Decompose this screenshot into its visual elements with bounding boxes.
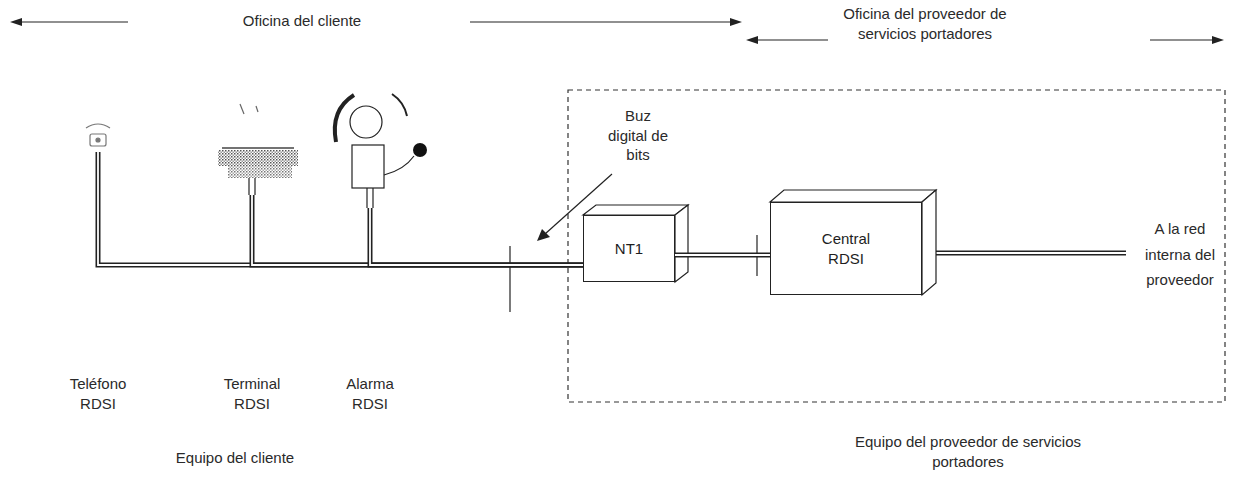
connector-outer [98,152,583,265]
region-arrows [10,18,1224,44]
network-line [936,253,1126,254]
device-label: Alarma RDSI [330,374,410,413]
connector-inner [370,208,583,265]
exchange-box: Central RDSI [770,202,922,295]
connector-inner [98,152,583,265]
network-label: A la red interna del proveedor [1134,216,1226,293]
bus-connector [675,255,770,256]
provider-region [568,90,1225,402]
telephone-device: Teléfono RDSI [78,112,118,152]
device-label: Terminal RDSI [212,374,292,413]
bus-label: Buz digital de bits [606,106,670,165]
nt1-box: NT1 [583,215,675,282]
box-label: NT1 [615,239,643,259]
telephone-icon [86,124,110,146]
connector-inner [252,195,583,265]
bus-connector [98,152,583,265]
group-label: Equipo del cliente [135,448,335,468]
region-label: Oficina del proveedor de servicios porta… [834,4,1016,43]
box-3d-faces [583,190,936,295]
terminal-icon [218,104,298,195]
alarm-icon [335,94,427,208]
connector-inner [675,254,770,256]
bus-connector [252,195,583,265]
connector-outer [370,208,583,265]
bus-connector [370,208,583,265]
connector-outer [252,195,583,265]
device-label: Teléfono RDSI [58,374,138,413]
box-label: Central RDSI [806,229,886,268]
connector-outer [675,253,770,258]
terminal-device: Terminal RDSI [202,100,302,195]
region-label: Oficina del cliente [202,11,402,31]
group-label: Equipo del proveedor de servicios portad… [837,432,1099,471]
reference-tick [509,246,510,312]
alarm-device: Alarma RDSI [318,88,422,208]
